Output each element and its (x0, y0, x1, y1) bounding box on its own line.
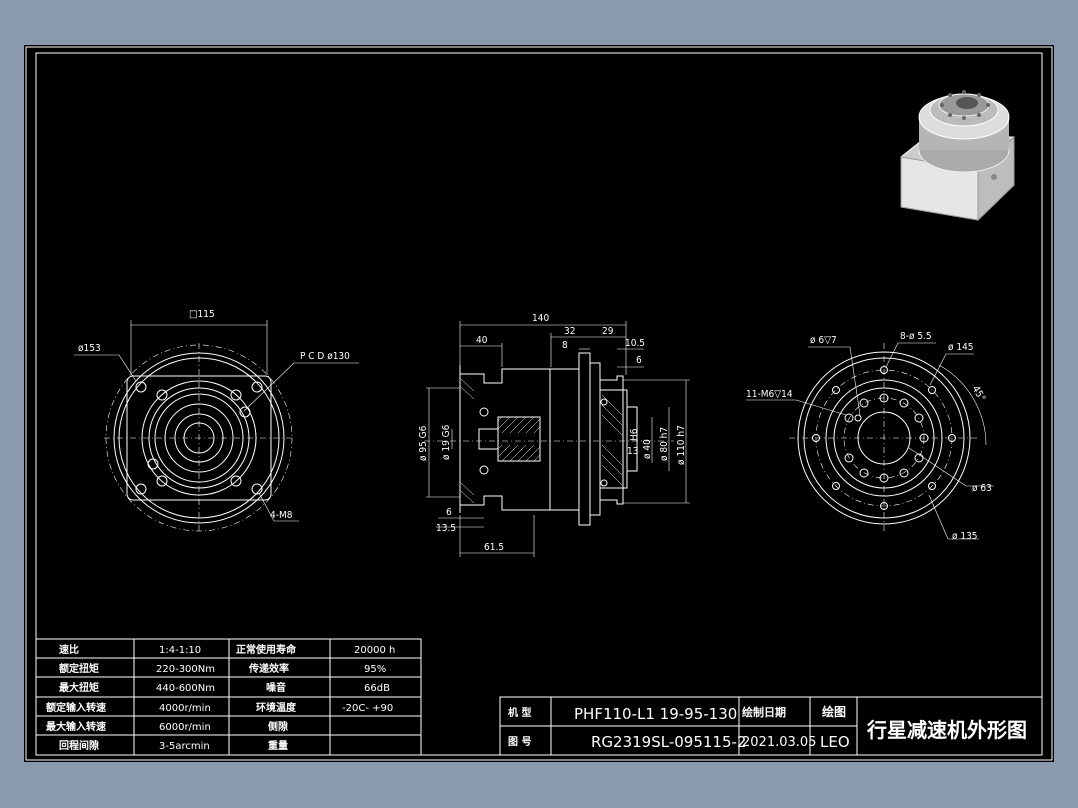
dim-h6: H6 (629, 428, 640, 441)
dim-m6-holes: 11-M6▽14 (746, 389, 793, 400)
spec-v1-0: 1:4-1:10 (159, 645, 201, 656)
spec-k2-5: 重量 (268, 739, 288, 752)
side-view: 140 40 32 29 8 10.5 6 ø 95 G6 ø 19 G6 ø … (418, 313, 690, 557)
spec-v1-5: 3-5arcmin (159, 741, 210, 752)
drawing-no-value: RG2319SL-095115-2 (591, 733, 746, 751)
cad-viewport[interactable]: □115 ø153 P C D ø130 4-M8 (24, 45, 1054, 762)
dim-square-115: □115 (189, 309, 215, 320)
dim-dia-63: ø 63 (972, 483, 992, 494)
spec-k2-1: 传递效率 (248, 662, 289, 675)
date-label: 绘制日期 (742, 705, 786, 719)
spec-v1-1: 220-300Nm (156, 664, 215, 675)
dim-10-5: 10.5 (625, 338, 645, 349)
dim-dia-19: ø 19 G6 (441, 424, 452, 460)
spec-v1-4: 6000r/min (159, 722, 211, 733)
spec-v2-0: 20000 h (354, 645, 395, 656)
dim-40: 40 (476, 335, 488, 346)
dim-61-5: 61.5 (484, 542, 504, 553)
outer-border (25, 46, 1053, 761)
spec-v1-3: 4000r/min (159, 703, 211, 714)
dim-dia-40: ø 40 (642, 439, 653, 459)
dim-dia-135: ø 135 (952, 531, 978, 542)
cad-drawing: □115 ø153 P C D ø130 4-M8 (25, 46, 1053, 761)
dim-dia-80: ø 80 h7 (659, 427, 670, 461)
dim-32: 32 (564, 326, 575, 337)
dim-dia-153: ø153 (78, 343, 101, 354)
dim-dia-145: ø 145 (948, 342, 974, 353)
dim-140: 140 (532, 313, 549, 324)
drawing-title: 行星减速机外形图 (866, 718, 1027, 742)
dim-pcd-130: P C D ø130 (300, 351, 350, 362)
spec-k1-3: 额定输入转速 (46, 701, 106, 714)
dim-dia-6: ø 6▽7 (810, 335, 837, 346)
spec-v2-1: 95% (364, 664, 386, 675)
dim-dia-95: ø 95 G6 (418, 425, 429, 461)
spec-k2-4: 侧隙 (268, 720, 288, 733)
spec-k1-4: 最大输入转速 (46, 720, 106, 733)
drawer-value: LEO (820, 733, 850, 751)
dim-6-left: 6 (446, 507, 452, 518)
dim-13-5: 13.5 (436, 523, 456, 534)
gearbox-3d-render (900, 90, 1015, 222)
dim-13: 13 (627, 446, 638, 457)
dim-6-right: 6 (636, 355, 642, 366)
spec-v2-2: 66dB (364, 683, 390, 694)
dim-29: 29 (602, 326, 614, 337)
drawing-no-label: 图 号 (508, 736, 531, 748)
dim-8: 8 (562, 340, 568, 351)
dim-4-m8: 4-M8 (270, 510, 293, 521)
spec-k1-5: 回程间隙 (59, 739, 99, 752)
spec-v1-2: 440-600Nm (156, 683, 215, 694)
dim-8-holes: 8-ø 5.5 (900, 331, 932, 342)
spec-k1-0: 速比 (59, 643, 79, 656)
left-view: □115 ø153 P C D ø130 4-M8 (74, 309, 359, 533)
model-label: 机 型 (508, 706, 531, 719)
spec-table: 速比 1:4-1:10 正常使用寿命 20000 h 额定扭矩 220-300N… (35, 638, 422, 756)
spec-v2-3: -20C- +90 (342, 703, 393, 714)
date-value: 2021.03.05 (742, 735, 816, 750)
title-block: 机 型 PHF110-L1 19-95-130 图 号 RG2319SL-095… (499, 696, 1043, 756)
dim-dia-110: ø 110 h7 (676, 425, 687, 465)
spec-k2-2: 噪音 (266, 681, 286, 694)
spec-k2-3: 环境温度 (256, 701, 297, 714)
right-view: ø 6▽7 8-ø 5.5 ø 145 11-M6▽14 45° ø 63 ø … (746, 331, 994, 542)
model-value: PHF110-L1 19-95-130 (574, 705, 737, 723)
drawer-label: 绘图 (822, 704, 846, 719)
spec-k1-2: 最大扭矩 (59, 681, 99, 694)
spec-k2-0: 正常使用寿命 (236, 643, 297, 656)
spec-k1-1: 额定扭矩 (59, 662, 99, 675)
dim-angle-45: 45° (970, 384, 988, 403)
